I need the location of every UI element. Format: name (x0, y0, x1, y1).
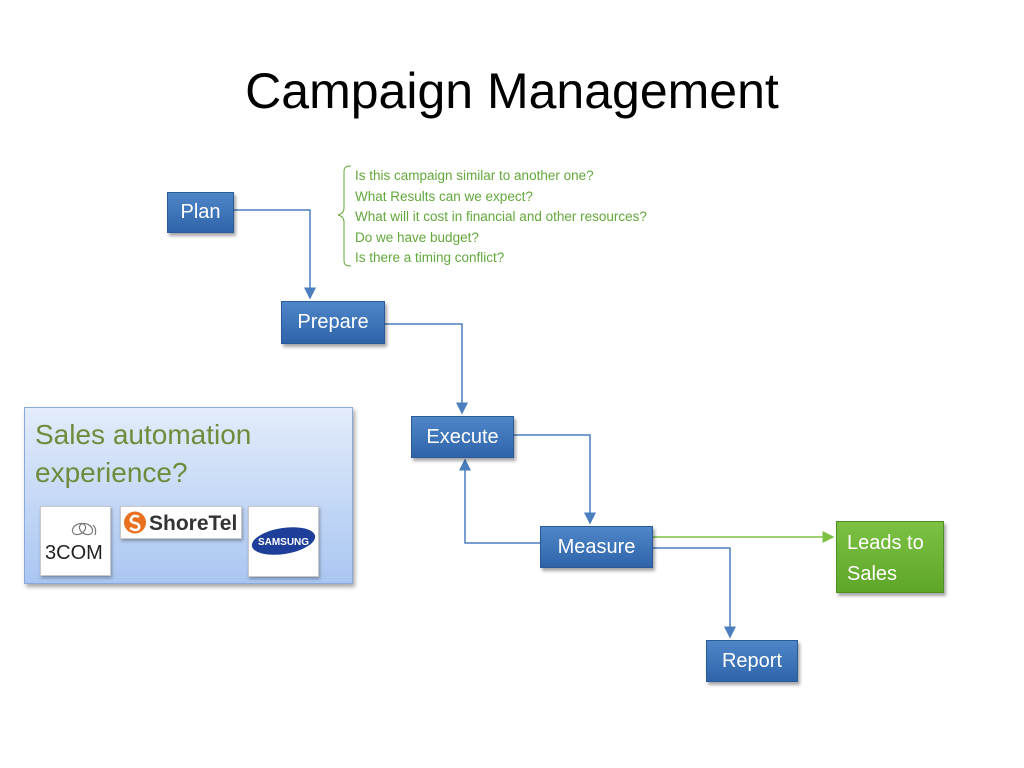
shoretel-logo: ShoreTel (120, 506, 242, 539)
samsung-logo-icon: SAMSUNG (251, 527, 316, 555)
step-prepare: Prepare (281, 301, 385, 344)
leads-line2: Sales (847, 563, 898, 585)
samsung-wordmark: SAMSUNG (258, 537, 309, 548)
connector-plan-prepare (234, 209, 316, 300)
step-report-label: Report (721, 649, 783, 672)
connector-measure-execute (459, 458, 540, 544)
step-measure: Measure (540, 526, 653, 568)
leads-line1: Leads to (847, 532, 924, 554)
step-plan: Plan (167, 192, 234, 233)
callout-line1: Sales automation (35, 419, 252, 450)
page-title: Campaign Management (245, 63, 779, 119)
question-item: Do we have budget? (355, 229, 479, 245)
step-prepare-label: Prepare (297, 311, 369, 333)
shoretel-wordmark: ShoreTel (149, 512, 237, 535)
question-item: What Results can we expect? (355, 188, 533, 204)
question-item: Is there a timing conflict? (355, 250, 505, 265)
step-execute-label: Execute (426, 425, 499, 448)
leads-to-sales-box: Leads to Sales (836, 521, 944, 593)
step-execute: Execute (411, 416, 514, 458)
connector-measure-report (653, 547, 736, 639)
step-report: Report (706, 640, 798, 682)
samsung-logo: SAMSUNG (248, 506, 319, 577)
connector-prepare-execute (385, 323, 468, 415)
3com-logo-icon: 3COM (45, 522, 103, 564)
shoretel-logo-icon: ShoreTel (124, 511, 237, 535)
step-plan-label: Plan (180, 201, 221, 223)
3com-wordmark: 3COM (45, 542, 103, 564)
question-item: Is this campaign similar to another one? (355, 168, 594, 183)
callout-text: Sales automation experience? (35, 416, 335, 492)
question-item: What will it cost in financial and other… (355, 209, 647, 224)
planning-questions: Is this campaign similar to another one?… (355, 166, 647, 269)
step-measure-label: Measure (557, 535, 636, 558)
connector-execute-measure (514, 434, 596, 525)
callout-line2: experience? (35, 457, 188, 488)
3com-logo: 3COM (40, 506, 111, 576)
questions-brace (337, 165, 352, 267)
sales-automation-callout: Sales automation experience? 3COM ShoreT… (24, 407, 353, 584)
